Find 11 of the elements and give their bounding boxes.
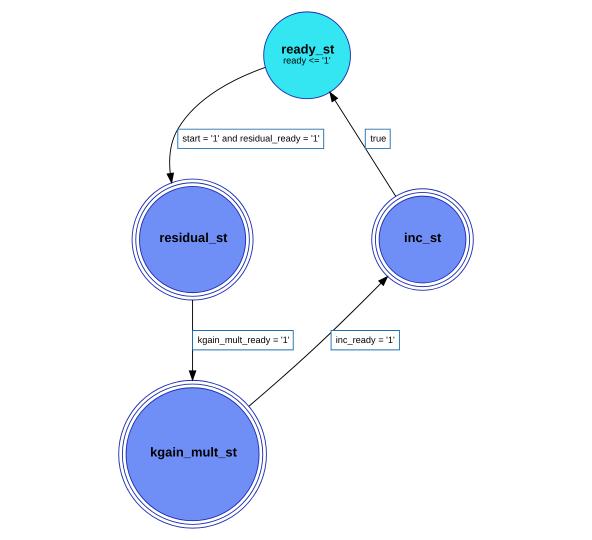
node-circle: ready_st ready <= '1' [263, 11, 351, 100]
edge-label: inc_ready = '1' [336, 334, 395, 345]
arrow [166, 67, 266, 184]
node-circle: kgain_mult_st [118, 380, 267, 529]
node-circle: inc_st [371, 188, 474, 291]
node-circle: residual_st [132, 178, 254, 300]
edge-label: start = '1' and residual_ready = '1' [182, 134, 320, 144]
edge-label: kgain_mult_ready = '1' [198, 334, 290, 345]
arrow [329, 91, 396, 197]
arrow [248, 276, 388, 407]
edge-label: true [370, 134, 386, 144]
